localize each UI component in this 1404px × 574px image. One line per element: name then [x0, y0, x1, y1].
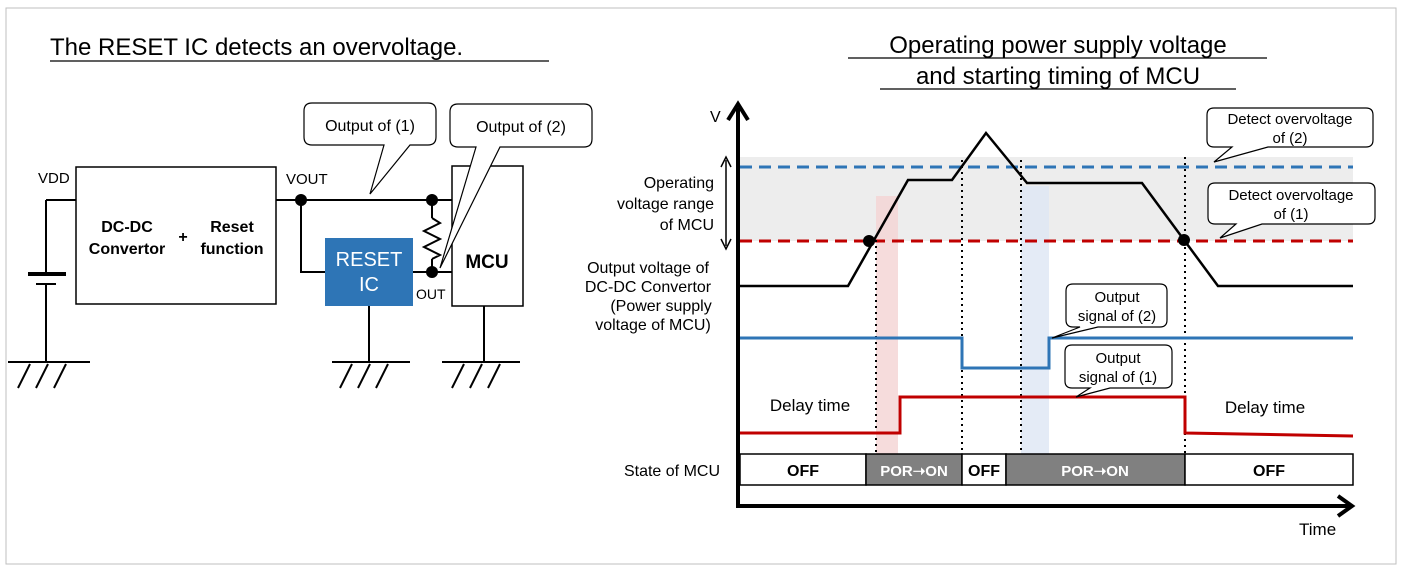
callout-output-1-text: Output of (1) — [325, 118, 415, 135]
out-voltage-label-1: Output voltage of — [587, 260, 709, 277]
state-cell-off-1 — [739, 453, 867, 486]
reset-ic-input-wire — [300, 200, 325, 273]
state-cell-off-2 — [961, 453, 1007, 486]
state-cell-por-on-2 — [1005, 453, 1186, 486]
delay-time-left: Delay time — [770, 396, 850, 415]
detect-point-fall — [1178, 234, 1190, 246]
callout-output-2-text: Output of (2) — [476, 119, 566, 136]
mcu-label: MCU — [465, 252, 508, 273]
callout-signal-2-text-1: Output — [1094, 289, 1140, 306]
callout-detect-2-text-2: of (2) — [1272, 130, 1307, 147]
reset-ic-label-2: IC — [359, 274, 379, 296]
out-voltage-label-2: DC-DC Convertor — [585, 279, 712, 296]
reset-ic-label-1: RESET — [336, 249, 403, 271]
callout-signal-2-text-2: signal of (2) — [1078, 308, 1156, 325]
out-node — [426, 266, 438, 278]
out-voltage-label-3: (Power supply — [610, 298, 711, 315]
plus-sign: + — [178, 229, 187, 246]
callout-output-2 — [439, 103, 593, 269]
v-axis-label: V — [710, 109, 721, 126]
state-text-3: OFF — [968, 463, 1000, 480]
output-signal-2-waveform — [740, 336, 1353, 370]
callout-detect-1-text-2: of (1) — [1273, 206, 1308, 223]
reset-function-1: Reset — [210, 219, 254, 236]
callout-detect-2-text-1: Detect overvoltage — [1227, 111, 1352, 128]
callout-output-1 — [303, 102, 437, 195]
output-signal-1-waveform — [740, 395, 1354, 438]
right-title-1: Operating power supply voltage — [889, 32, 1227, 59]
state-text-4: POR➝ON — [1061, 463, 1129, 480]
state-text-2: POR➝ON — [880, 463, 948, 480]
state-text-1: OFF — [787, 463, 819, 480]
out-label: OUT — [416, 286, 446, 302]
delay-window-2 — [1021, 186, 1049, 456]
callout-detect-2 — [1206, 107, 1374, 163]
op-range-label-2: voltage range — [617, 196, 714, 213]
dcdc-box — [75, 166, 277, 305]
right-title-2: and starting timing of MCU — [916, 63, 1200, 90]
pullup-resistor — [421, 217, 443, 260]
dcdc-output-waveform — [740, 130, 1353, 288]
op-range-label-1: Operating — [644, 175, 714, 192]
delay-time-right: Delay time — [1225, 398, 1305, 417]
callout-signal-2 — [1051, 283, 1168, 339]
reset-ic-box — [325, 238, 413, 306]
vout-label: VOUT — [286, 171, 328, 188]
vdd-label: VDD — [38, 170, 70, 187]
callout-signal-1-text-1: Output — [1095, 350, 1141, 367]
reset-function-2: function — [200, 241, 263, 258]
dcdc-label-1: DC-DC — [101, 219, 153, 236]
state-text-5: OFF — [1253, 463, 1285, 480]
out-voltage-label-4: voltage of MCU) — [595, 317, 711, 334]
detect-point-rise — [863, 235, 875, 247]
callout-detect-1 — [1207, 182, 1376, 239]
op-range-label-3: of MCU — [660, 217, 714, 234]
state-cell-off-3 — [1184, 453, 1354, 486]
callout-detect-1-text-1: Detect overvoltage — [1228, 187, 1353, 204]
dcdc-label-2: Convertor — [89, 241, 165, 258]
mcu-box — [451, 165, 524, 307]
left-title: The RESET IC detects an overvoltage. — [50, 34, 463, 61]
v-axis-arrow — [726, 100, 750, 122]
state-of-mcu-label: State of MCU — [624, 463, 720, 480]
time-axis-arrow — [1336, 494, 1356, 518]
callout-signal-1 — [1064, 344, 1173, 398]
callout-signal-1-text-2: signal of (1) — [1079, 369, 1157, 386]
delay-window-1 — [876, 196, 898, 456]
time-axis-label: Time — [1299, 520, 1336, 539]
